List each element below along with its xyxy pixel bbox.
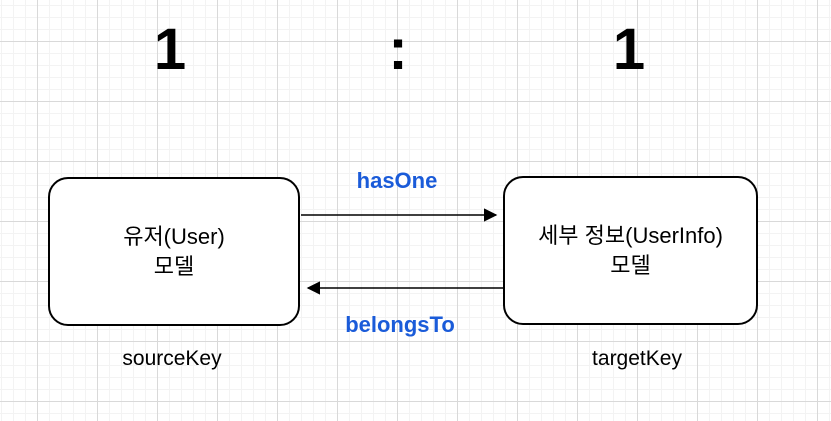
cardinality-separator: : — [388, 17, 408, 82]
targetkey-label: targetKey — [592, 347, 682, 370]
sourcekey-label: sourceKey — [122, 347, 222, 370]
target-model-suffix: 모델 — [610, 252, 651, 278]
target-model-name: 세부 정보(UserInfo) — [538, 222, 723, 248]
cardinality-right: 1 — [612, 17, 646, 82]
source-model-name: 유저(User) — [123, 223, 225, 249]
target-model-box: 세부 정보(UserInfo) 모델 — [503, 176, 758, 325]
source-model-box: 유저(User) 모델 — [48, 177, 300, 326]
source-model-suffix: 모델 — [153, 253, 195, 279]
cardinality-left: 1 — [153, 17, 187, 82]
hasone-edge-label: hasOne — [356, 168, 438, 193]
belongsto-edge-label: belongsTo — [345, 312, 455, 337]
